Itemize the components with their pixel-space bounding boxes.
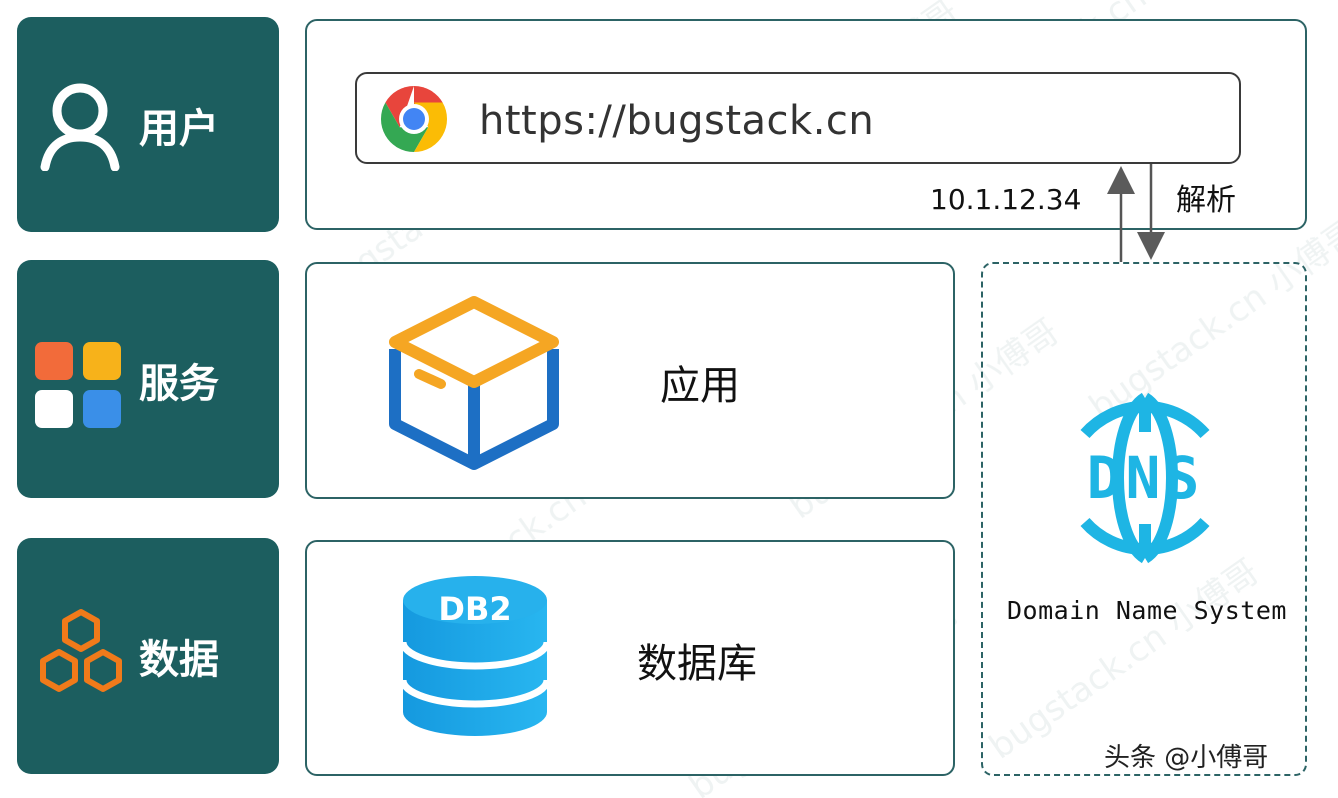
application-panel: 应用 bbox=[305, 262, 955, 499]
chrome-icon bbox=[380, 85, 448, 152]
box-icon bbox=[389, 296, 559, 470]
database-label: 数据库 bbox=[637, 641, 757, 687]
database-panel: DB2 数据库 bbox=[305, 540, 955, 776]
author-credit: 头条 @小傅哥 bbox=[1104, 743, 1269, 773]
dns-flow-arrows bbox=[1107, 164, 1165, 262]
application-label: 应用 bbox=[660, 363, 740, 409]
app-grid-icon bbox=[35, 342, 121, 428]
data-layer-label: 数据 bbox=[139, 637, 219, 683]
user-layer-label: 用户 bbox=[139, 106, 219, 152]
dns-panel: DNS Domain Name System bbox=[981, 262, 1307, 776]
database-icon-text: DB2 bbox=[438, 590, 511, 628]
dns-icon-text: DNS bbox=[1087, 444, 1204, 512]
dns-caption: Domain Name System bbox=[1007, 596, 1287, 625]
dns-globe-icon: DNS bbox=[1080, 392, 1210, 564]
address-url-text: https://bugstack.cn bbox=[479, 98, 875, 144]
data-layer-card: 数据 bbox=[17, 538, 279, 774]
user-layer-card: 用户 bbox=[17, 17, 279, 232]
user-icon bbox=[40, 83, 120, 171]
hexagon-cluster-icon bbox=[40, 609, 122, 692]
resolved-ip-label: 10.1.12.34 bbox=[930, 183, 1082, 216]
service-layer-label: 服务 bbox=[139, 361, 219, 407]
resolve-label: 解析 bbox=[1176, 183, 1236, 218]
database-icon: DB2 bbox=[399, 576, 551, 736]
browser-address-bar[interactable]: https://bugstack.cn bbox=[355, 72, 1241, 164]
service-layer-card: 服务 bbox=[17, 260, 279, 498]
